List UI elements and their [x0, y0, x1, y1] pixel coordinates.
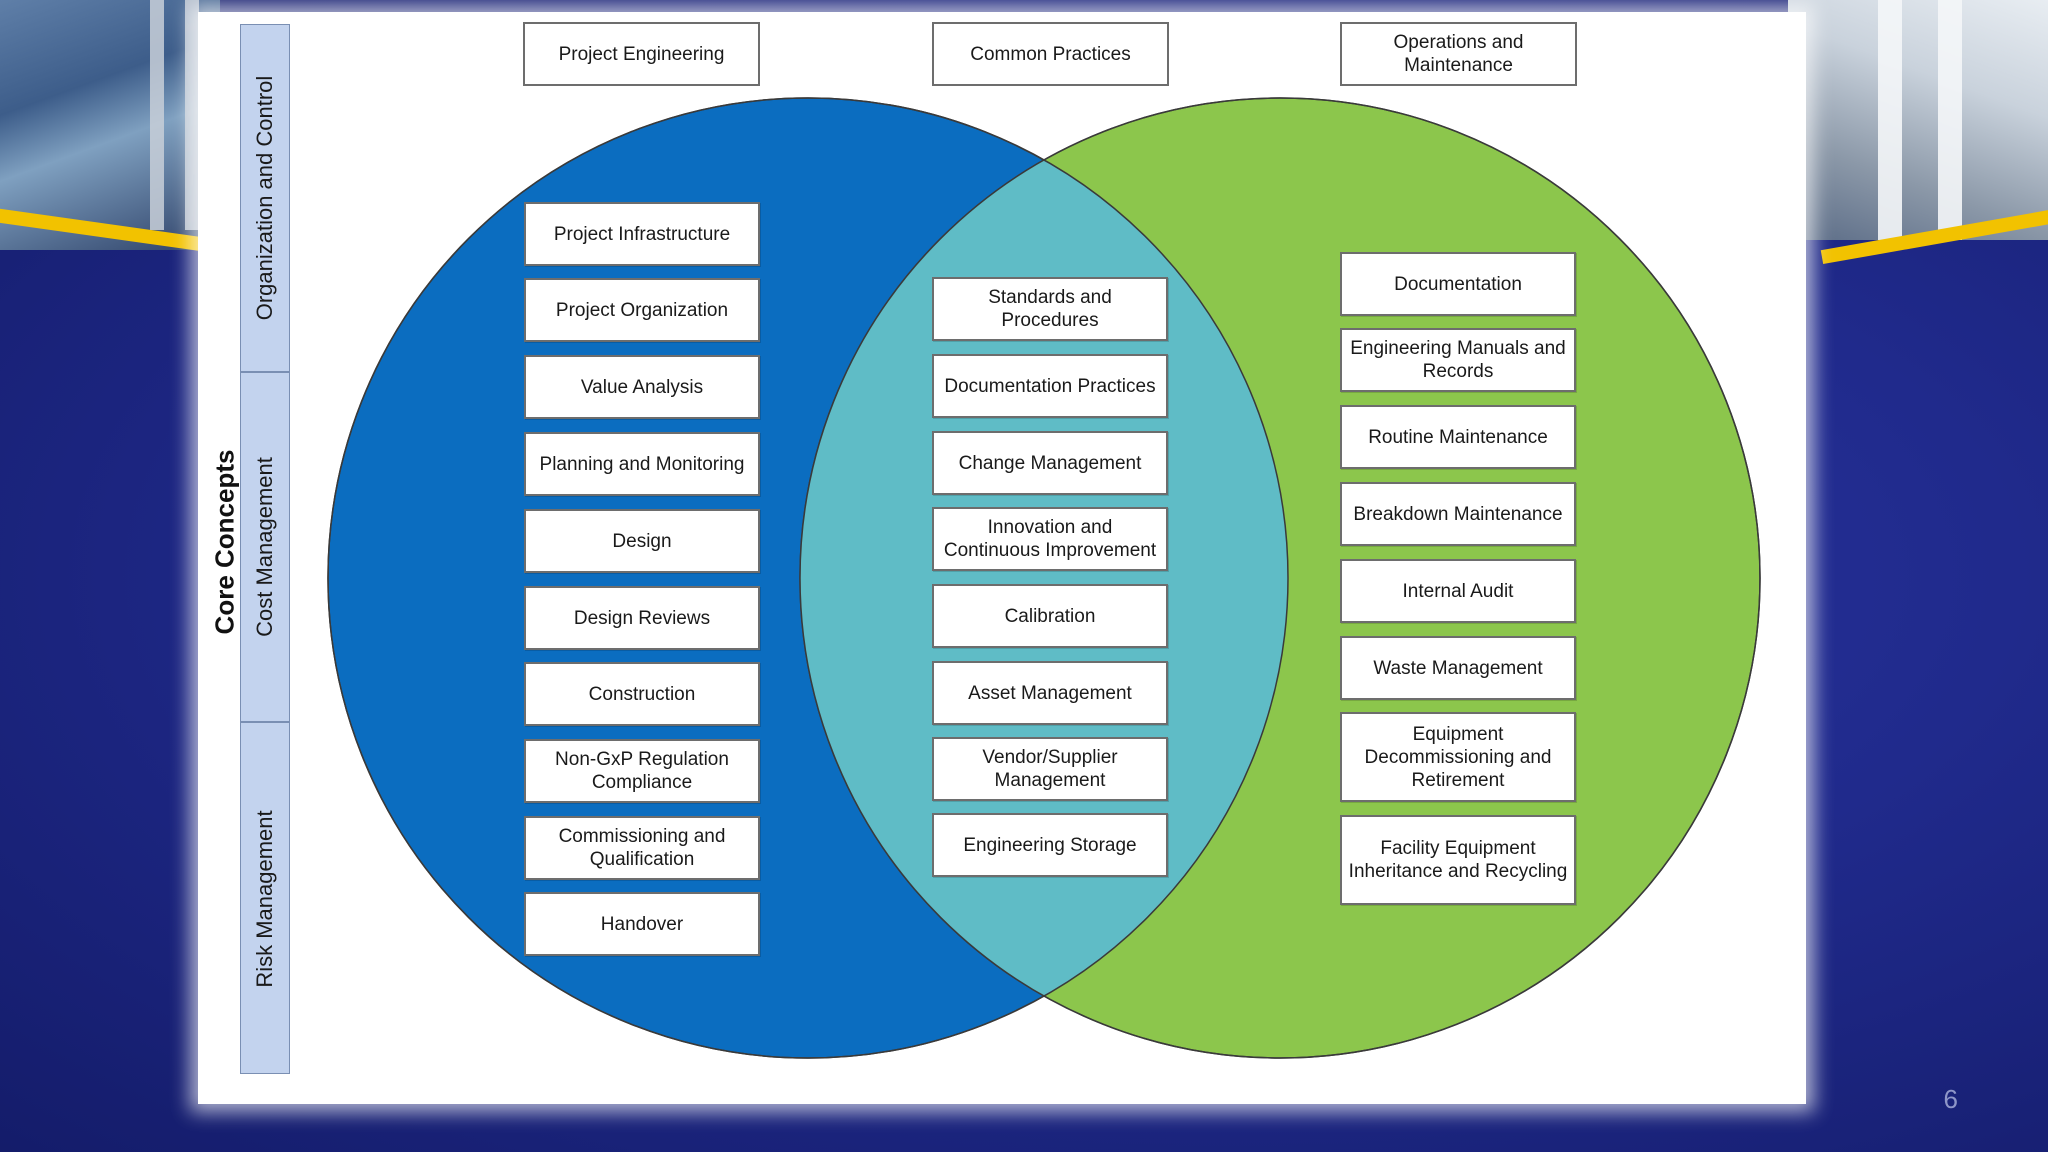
operations-maintenance-item: Facility Equipment Inheritance and Recyc… — [1340, 815, 1576, 905]
diagram-card: Organization and Control Cost Management… — [198, 12, 1806, 1104]
operations-maintenance-item: Engineering Manuals and Records — [1340, 328, 1576, 392]
header-project-engineering: Project Engineering — [523, 22, 760, 86]
common-practices-item: Vendor/Supplier Management — [932, 737, 1168, 801]
side-panel: Organization and Control Cost Management… — [240, 24, 290, 1074]
operations-maintenance-item: Documentation — [1340, 252, 1576, 316]
project-engineering-item: Design — [524, 509, 760, 573]
side-segment-cost: Cost Management — [241, 373, 289, 723]
project-engineering-item: Non-GxP Regulation Compliance — [524, 739, 760, 803]
common-practices-item: Standards and Procedures — [932, 277, 1168, 341]
project-engineering-item: Value Analysis — [524, 355, 760, 419]
project-engineering-item: Commissioning and Qualification — [524, 816, 760, 880]
photo-slat — [1878, 0, 1902, 240]
left-circle-outline — [327, 97, 1289, 1059]
photo-top-right — [1788, 0, 2048, 240]
side-segment-risk: Risk Management — [241, 723, 289, 1075]
operations-maintenance-item: Breakdown Maintenance — [1340, 482, 1576, 546]
operations-maintenance-item: Equipment Decommissioning and Retirement — [1340, 712, 1576, 802]
project-engineering-item: Project Organization — [524, 278, 760, 342]
side-label-organization: Organization and Control — [252, 75, 277, 321]
photo-slat — [1938, 0, 1962, 240]
common-practices-item: Engineering Storage — [932, 813, 1168, 877]
operations-maintenance-item: Internal Audit — [1340, 559, 1576, 623]
header-common-practices: Common Practices — [932, 22, 1169, 86]
common-practices-item: Asset Management — [932, 661, 1168, 725]
project-engineering-item: Planning and Monitoring — [524, 432, 760, 496]
common-practices-item: Documentation Practices — [932, 354, 1168, 418]
header-operations-maintenance: Operations and Maintenance — [1340, 22, 1577, 86]
photo-slat — [150, 0, 164, 230]
operations-maintenance-item: Waste Management — [1340, 636, 1576, 700]
side-segment-organization: Organization and Control — [241, 25, 289, 373]
project-engineering-item: Construction — [524, 662, 760, 726]
right-circle-outline — [799, 97, 1761, 1059]
project-engineering-item: Design Reviews — [524, 586, 760, 650]
common-practices-item: Calibration — [932, 584, 1168, 648]
side-label-risk: Risk Management — [252, 810, 277, 988]
project-engineering-item: Handover — [524, 892, 760, 956]
side-label-cost: Cost Management — [252, 457, 277, 637]
core-concepts-title: Core Concepts — [209, 449, 240, 635]
photo-slat — [185, 0, 199, 230]
common-practices-item: Change Management — [932, 431, 1168, 495]
project-engineering-item: Project Infrastructure — [524, 202, 760, 266]
page-number: 6 — [1943, 1084, 1958, 1114]
common-practices-item: Innovation and Continuous Improvement — [932, 507, 1168, 571]
operations-maintenance-item: Routine Maintenance — [1340, 405, 1576, 469]
photo-top-left — [0, 0, 220, 250]
